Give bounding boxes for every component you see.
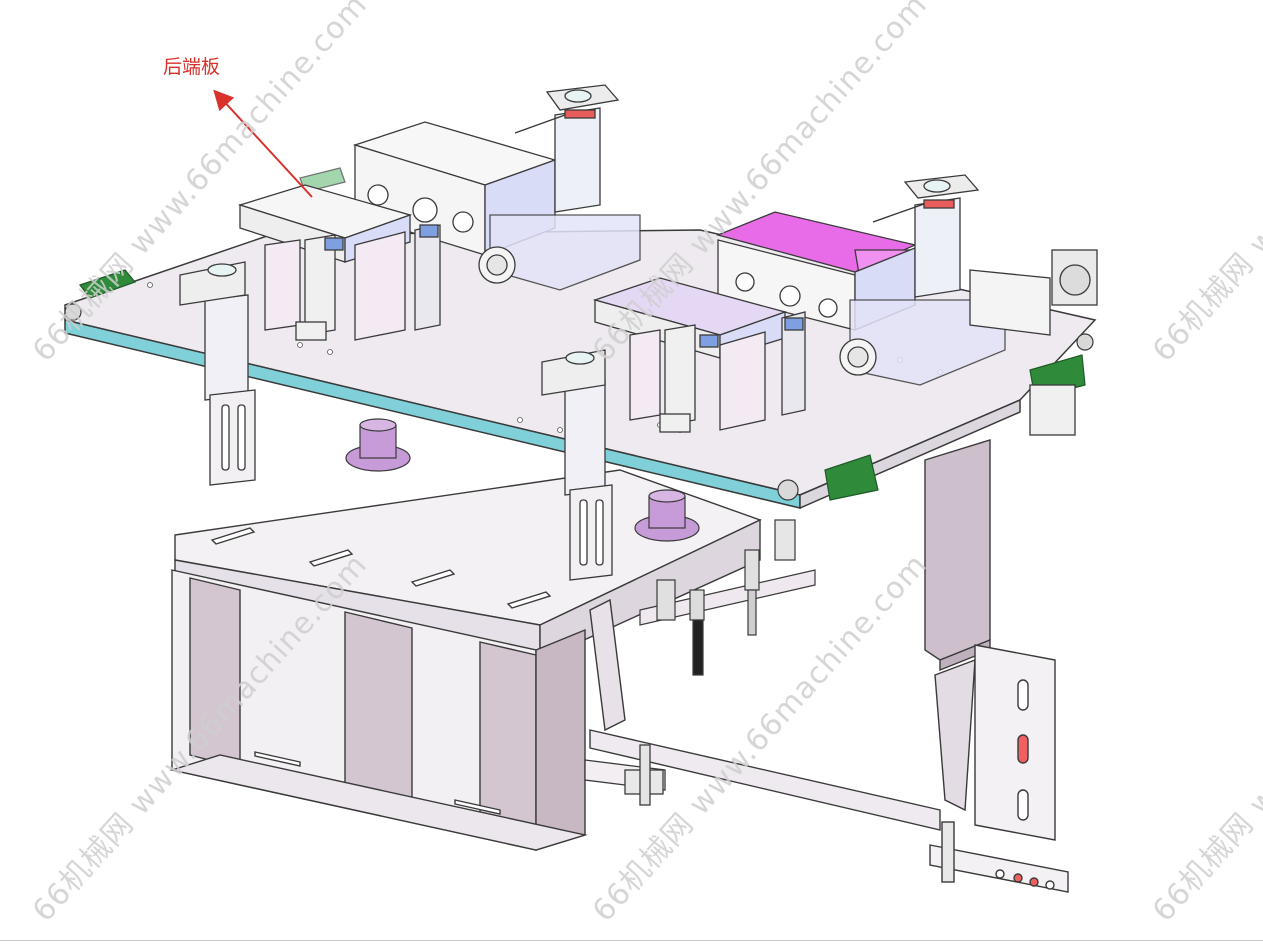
- adjuster-assembly: [639, 519, 816, 676]
- right-stopper: [969, 249, 1098, 436]
- base-frame: [169, 469, 762, 851]
- annotation-arrow: [213, 89, 313, 198]
- right-support-frame: [589, 439, 1069, 893]
- left-vertical-brackets: [179, 261, 613, 581]
- support-cylinders: [345, 418, 700, 542]
- left-sensor-tower: [514, 84, 620, 213]
- left-bottom-bracket: [584, 744, 666, 806]
- annotation-label: 后端板: [163, 56, 221, 78]
- bottom-divider: [0, 940, 1263, 941]
- left-module: [237, 121, 641, 341]
- corner-rollers: [64, 303, 1094, 501]
- right-sensor-tower: [872, 174, 980, 298]
- right-module: [592, 211, 1006, 433]
